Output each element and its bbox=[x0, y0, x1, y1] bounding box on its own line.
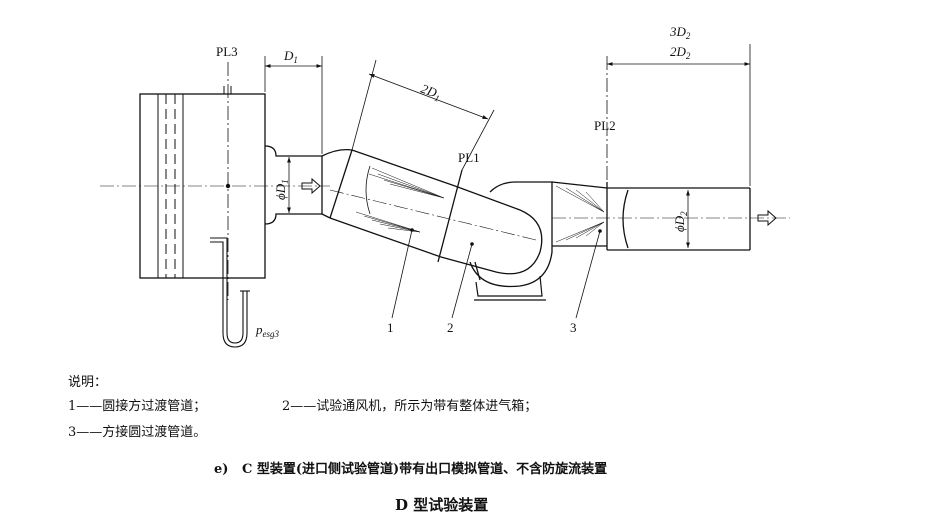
figure-title: D 型试验装置 bbox=[395, 496, 489, 514]
transition-duct-1 bbox=[321, 148, 456, 258]
phi-d2-label: ϕD2 bbox=[672, 211, 689, 232]
two-d2-label: 2D2 bbox=[670, 44, 691, 61]
legend-item-3: 3——方接圆过渡管道。 bbox=[68, 425, 207, 440]
legend-item-2: 2——试验通风机，所示为带有整体进气箱； bbox=[282, 399, 538, 414]
fan-centerline bbox=[329, 189, 537, 241]
figure-caption: e) C 型装置(进口侧试验管道)带有出口模拟管道、不含防旋流装置 bbox=[214, 462, 608, 477]
manometer bbox=[210, 237, 250, 348]
test-setup-diagram: pesg3 PL3 D1 ϕD1 bbox=[100, 24, 790, 348]
d1-label: D1 bbox=[283, 48, 298, 65]
pressure-tap-top bbox=[223, 86, 232, 94]
inflow-arrow bbox=[301, 177, 321, 195]
part-number-1: 1 bbox=[387, 320, 394, 335]
transition-duct-3 bbox=[551, 181, 608, 250]
d1-dimension bbox=[264, 56, 323, 154]
transition-1-curve bbox=[365, 165, 371, 215]
part-number-3: 3 bbox=[570, 320, 577, 335]
two-d1-dimension bbox=[351, 59, 495, 171]
outlet-pipe bbox=[607, 187, 751, 251]
leader-lines bbox=[391, 229, 601, 319]
pl3-label: PL3 bbox=[216, 44, 238, 59]
two-d1-label: 2D1 bbox=[418, 81, 443, 104]
phi-d1-label: ϕD1 bbox=[273, 179, 290, 200]
pl1-plane-line bbox=[437, 169, 463, 263]
legend-item-1: 1——圆接方过渡管道； bbox=[68, 399, 207, 414]
pressure-label: pesg3 bbox=[255, 322, 279, 339]
d2-dimension bbox=[607, 44, 751, 186]
transition-3-hatching bbox=[555, 185, 605, 243]
fan-base bbox=[474, 275, 546, 301]
pl2-label: PL2 bbox=[594, 118, 616, 133]
part-number-2: 2 bbox=[447, 320, 454, 335]
fan-housing bbox=[440, 181, 553, 288]
outflow-arrow bbox=[757, 209, 777, 227]
inlet-chamber bbox=[139, 93, 266, 279]
legend-heading: 说明： bbox=[68, 375, 108, 390]
inlet-nozzle bbox=[264, 145, 323, 225]
three-d2-label: 3D2 bbox=[669, 24, 691, 41]
